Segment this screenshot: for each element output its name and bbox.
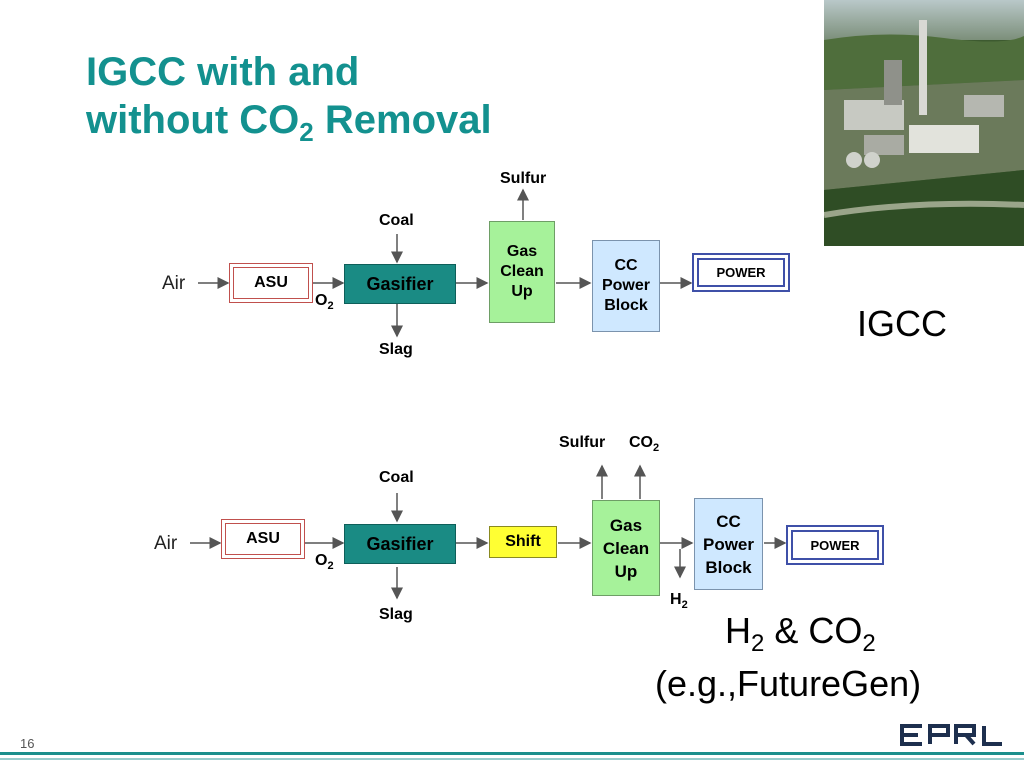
top-o2-label: O2 [315, 292, 334, 312]
title-line-2-post: Removal [313, 98, 492, 142]
bottom-h2-text: H [670, 591, 682, 608]
bottom-gcu-line-1: Gas [609, 515, 643, 535]
top-cc-power-block-box: CC Power Block [592, 240, 660, 332]
top-ccpb-line-3: Block [604, 297, 648, 314]
bottom-shift-label: Shift [505, 533, 541, 550]
top-gas-clean-up-box: Gas Clean Up [489, 221, 555, 323]
caption-h: H [725, 610, 751, 651]
bottom-ccpb-line-2: Power [702, 534, 755, 554]
top-air-label: Air [162, 273, 186, 294]
bottom-caption-line-1: H2 & CO2 [725, 610, 876, 656]
page-number: 16 [20, 736, 35, 751]
top-asu-box: ASU [229, 263, 313, 303]
top-ccpb-line-2: Power [601, 277, 650, 294]
caption-co-sub: 2 [862, 630, 876, 657]
title-line-2: without CO2 Removal [86, 96, 646, 147]
top-o2-sub: 2 [327, 300, 334, 312]
footer-line-thin [0, 758, 1024, 760]
slide-title: IGCC with and without CO2 Removal [86, 48, 646, 147]
top-power-label: POWER [716, 265, 766, 280]
bottom-power-label: POWER [810, 537, 860, 553]
bottom-ccpb-line-1: CC [716, 511, 741, 531]
top-gcu-line-3: Up [511, 283, 533, 300]
top-gcu-line-1: Gas [506, 243, 538, 260]
title-line-2-sub: 2 [299, 117, 314, 147]
title-line-1: IGCC with and [86, 50, 360, 94]
bottom-power-box: POWER [786, 525, 884, 565]
top-caption-igcc: IGCC [857, 303, 947, 344]
bottom-sulfur-label: Sulfur [559, 434, 606, 451]
footer-line [0, 752, 1024, 755]
plant-photo [824, 0, 1024, 246]
bottom-gcu-line-3: Up [614, 561, 638, 581]
top-power-box: POWER [692, 253, 790, 292]
bottom-gasifier-box: Gasifier [344, 524, 456, 564]
bottom-h2-label: H2 [670, 591, 688, 611]
title-line-2-pre: without CO [86, 98, 300, 142]
bottom-gcu-line-2: Clean [602, 538, 650, 558]
bottom-co2-text: CO [629, 434, 653, 451]
bottom-asu-label: ASU [246, 530, 280, 547]
bottom-ccpb-line-3: Block [705, 557, 752, 577]
bottom-o2-sub: 2 [327, 560, 334, 572]
top-gasifier-box: Gasifier [344, 264, 456, 304]
bottom-h2-sub: 2 [681, 599, 688, 611]
top-asu-label: ASU [254, 274, 288, 291]
bottom-gasifier-label: Gasifier [366, 533, 434, 554]
bottom-o2-label: O2 [315, 552, 334, 572]
top-o2-text: O [315, 292, 328, 309]
bottom-shift-box: Shift [489, 526, 557, 558]
top-slag-label: Slag [379, 341, 413, 358]
caption-h-sub: 2 [751, 630, 765, 657]
bottom-slag-label: Slag [379, 606, 413, 623]
top-coal-label: Coal [379, 212, 414, 229]
bottom-co2-sub: 2 [653, 442, 660, 454]
top-gasifier-label: Gasifier [366, 273, 434, 294]
bottom-coal-label: Coal [379, 469, 414, 486]
bottom-co2-label: CO2 [629, 434, 660, 454]
bottom-o2-text: O [315, 552, 328, 569]
top-sulfur-label: Sulfur [500, 170, 547, 187]
bottom-caption-line-2: (e.g.,FutureGen) [655, 663, 922, 704]
bottom-cc-power-block-box: CC Power Block [694, 498, 763, 590]
bottom-gas-clean-up-box: Gas Clean Up [592, 500, 660, 596]
caption-co: & CO [764, 610, 863, 651]
epri-logo [898, 722, 1006, 748]
bottom-asu-box: ASU [221, 519, 305, 559]
top-ccpb-line-1: CC [614, 257, 638, 274]
top-gcu-line-2: Clean [500, 263, 544, 280]
bottom-air-label: Air [154, 533, 178, 554]
